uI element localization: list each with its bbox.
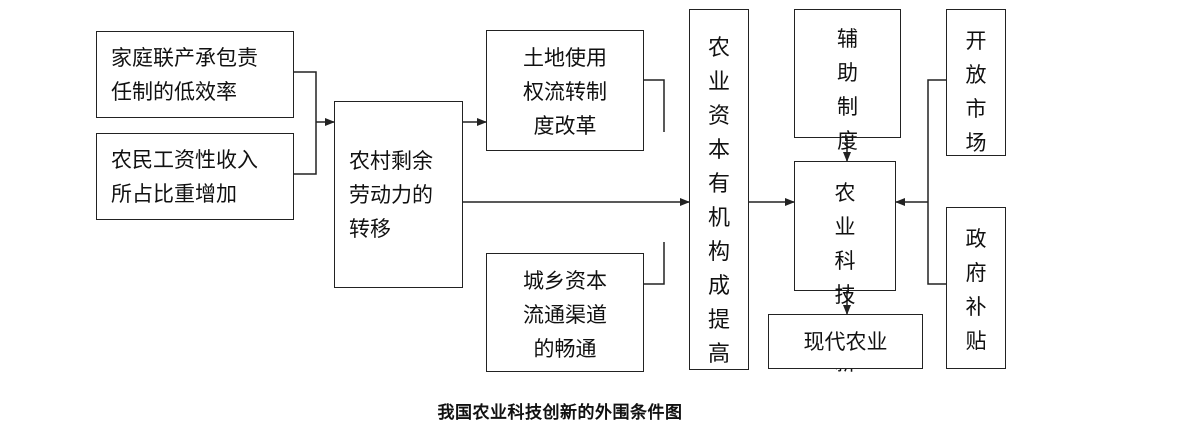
capital-composition-text: 农业资本有机构成提高 [707, 36, 730, 367]
open-market-text: 开放市场 [965, 29, 987, 155]
labor-transfer-line-2: 劳动力的 [349, 183, 433, 207]
household-line-1: 家庭联产承包责 [111, 46, 258, 70]
capital-channel-box: 城乡资本 流通渠道 的畅通 [486, 253, 644, 372]
tech-innovation-line-1: 农业 [834, 181, 878, 239]
line-open-market-left [927, 79, 946, 285]
tech-innovation-box: 农业 科技 创新 [794, 161, 896, 375]
line-household-to-merge [294, 71, 317, 122]
land-reform-line-1: 土地使用 [523, 46, 607, 70]
open-market-box: 开放市场 [946, 9, 1006, 156]
labor-transfer-line-1: 农村剩余 [349, 149, 433, 173]
line-land-reform-right [644, 79, 665, 132]
aux-innovation-line-1: 辅助 [837, 27, 880, 85]
land-reform-box: 土地使用 权流转制 度改革 [486, 30, 644, 151]
household-line-2: 任制的低效率 [111, 80, 237, 104]
household-responsibility-box: 家庭联产承包责 任制的低效率 [96, 31, 294, 118]
line-capital-channel-right [644, 242, 665, 285]
capital-composition-box: 农业资本有机构成提高 [689, 9, 749, 370]
aux-innovation-line-2: 制度 [837, 95, 880, 153]
capital-channel-line-1: 城乡资本 [523, 269, 607, 293]
capital-channel-line-2: 流通渠道 [523, 303, 607, 327]
farmer-wage-line-1: 农民工资性收入 [111, 148, 258, 172]
land-reform-line-2: 权流转制 [523, 80, 607, 104]
modern-agriculture-box: 现代农业 [768, 314, 923, 369]
labor-transfer-line-3: 转移 [349, 217, 391, 241]
gov-subsidy-text: 政府补贴 [965, 227, 987, 353]
labor-transfer-box: 农村剩余 劳动力的 转移 [334, 101, 463, 288]
land-reform-line-3: 度改革 [533, 114, 597, 138]
figure-caption: 我国农业科技创新的外围条件图 [437, 403, 683, 423]
gov-subsidy-box: 政府补贴 [946, 207, 1006, 369]
capital-channel-line-3: 的畅通 [533, 337, 597, 361]
aux-innovation-box: 辅助 制度 创新 [794, 9, 901, 221]
tech-innovation-line-2: 科技 [834, 249, 878, 307]
line-wage-to-merge [294, 122, 317, 175]
farmer-wage-line-2: 所占比重增加 [111, 182, 237, 206]
farmer-wage-box: 农民工资性收入 所占比重增加 [96, 133, 294, 220]
modern-agriculture-text: 现代农业 [803, 330, 888, 354]
